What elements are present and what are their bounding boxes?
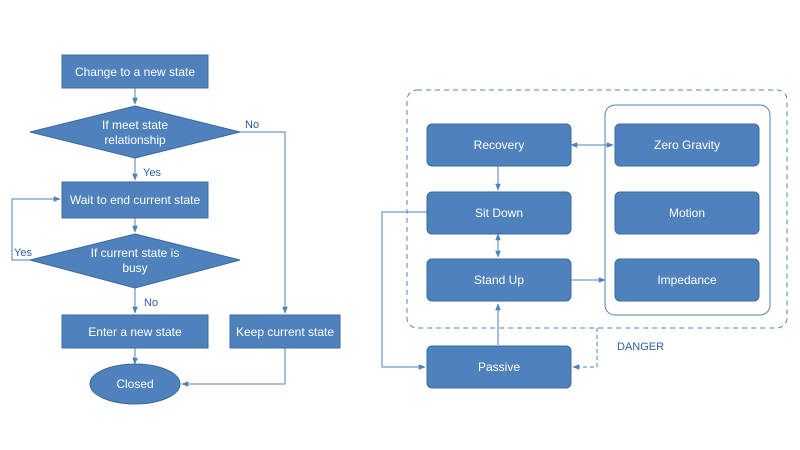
node-keep-state-label: Keep current state — [236, 325, 334, 339]
node-enter-state-label: Enter a new state — [88, 325, 182, 339]
edge-danger-to-passive — [572, 328, 598, 370]
edge-busy-yes — [11, 196, 61, 261]
node-zero-gravity-label: Zero Gravity — [654, 138, 720, 152]
modes-group-container — [604, 104, 771, 316]
node-recovery: Recovery — [426, 123, 572, 167]
node-closed: Closed — [89, 363, 181, 405]
decision-busy-line1: If current state is — [91, 246, 180, 260]
node-change-state-label: Change to a new state — [75, 65, 195, 79]
node-zero-gravity: Zero Gravity — [614, 123, 760, 167]
node-impedance: Impedance — [614, 258, 760, 302]
flowchart: No Yes Yes No Change to a new state If m… — [11, 54, 341, 405]
node-stand-up-label: Stand Up — [474, 273, 524, 287]
node-impedance-label: Impedance — [657, 273, 717, 287]
node-enter-state: Enter a new state — [61, 314, 209, 349]
label-no-relationship: No — [245, 119, 259, 131]
node-closed-label: Closed — [116, 377, 153, 391]
edge-keep-to-closed — [181, 348, 286, 387]
node-wait: Wait to end current state — [61, 181, 209, 219]
node-motion-label: Motion — [669, 206, 705, 220]
node-change-state: Change to a new state — [61, 54, 209, 89]
edge-relationship-no — [240, 131, 288, 314]
state-diagram: DANGER Recovery Sit Down Stand Up Passiv… — [381, 89, 788, 389]
decision-relationship-line1: If meet state — [102, 118, 168, 132]
danger-label: DANGER — [617, 341, 664, 353]
edge-sitdown-to-passive — [381, 211, 427, 370]
decision-busy-line2: busy — [122, 261, 147, 275]
label-no-busy: No — [144, 297, 158, 309]
node-stand-up: Stand Up — [426, 258, 572, 302]
node-wait-label: Wait to end current state — [70, 193, 201, 207]
label-yes-busy: Yes — [14, 247, 32, 259]
node-sit-down-label: Sit Down — [475, 206, 523, 220]
node-passive: Passive — [426, 345, 572, 389]
danger-zone-container — [406, 89, 788, 329]
node-recovery-label: Recovery — [474, 138, 525, 152]
node-sit-down: Sit Down — [426, 191, 572, 235]
label-yes-relationship: Yes — [143, 167, 161, 179]
node-decision-busy: If current state is busy — [29, 233, 241, 289]
decision-relationship-line2: relationship — [104, 133, 166, 147]
node-decision-relationship: If meet state relationship — [29, 105, 241, 159]
node-keep-state: Keep current state — [229, 314, 341, 349]
node-motion: Motion — [614, 191, 760, 235]
node-passive-label: Passive — [478, 360, 520, 374]
